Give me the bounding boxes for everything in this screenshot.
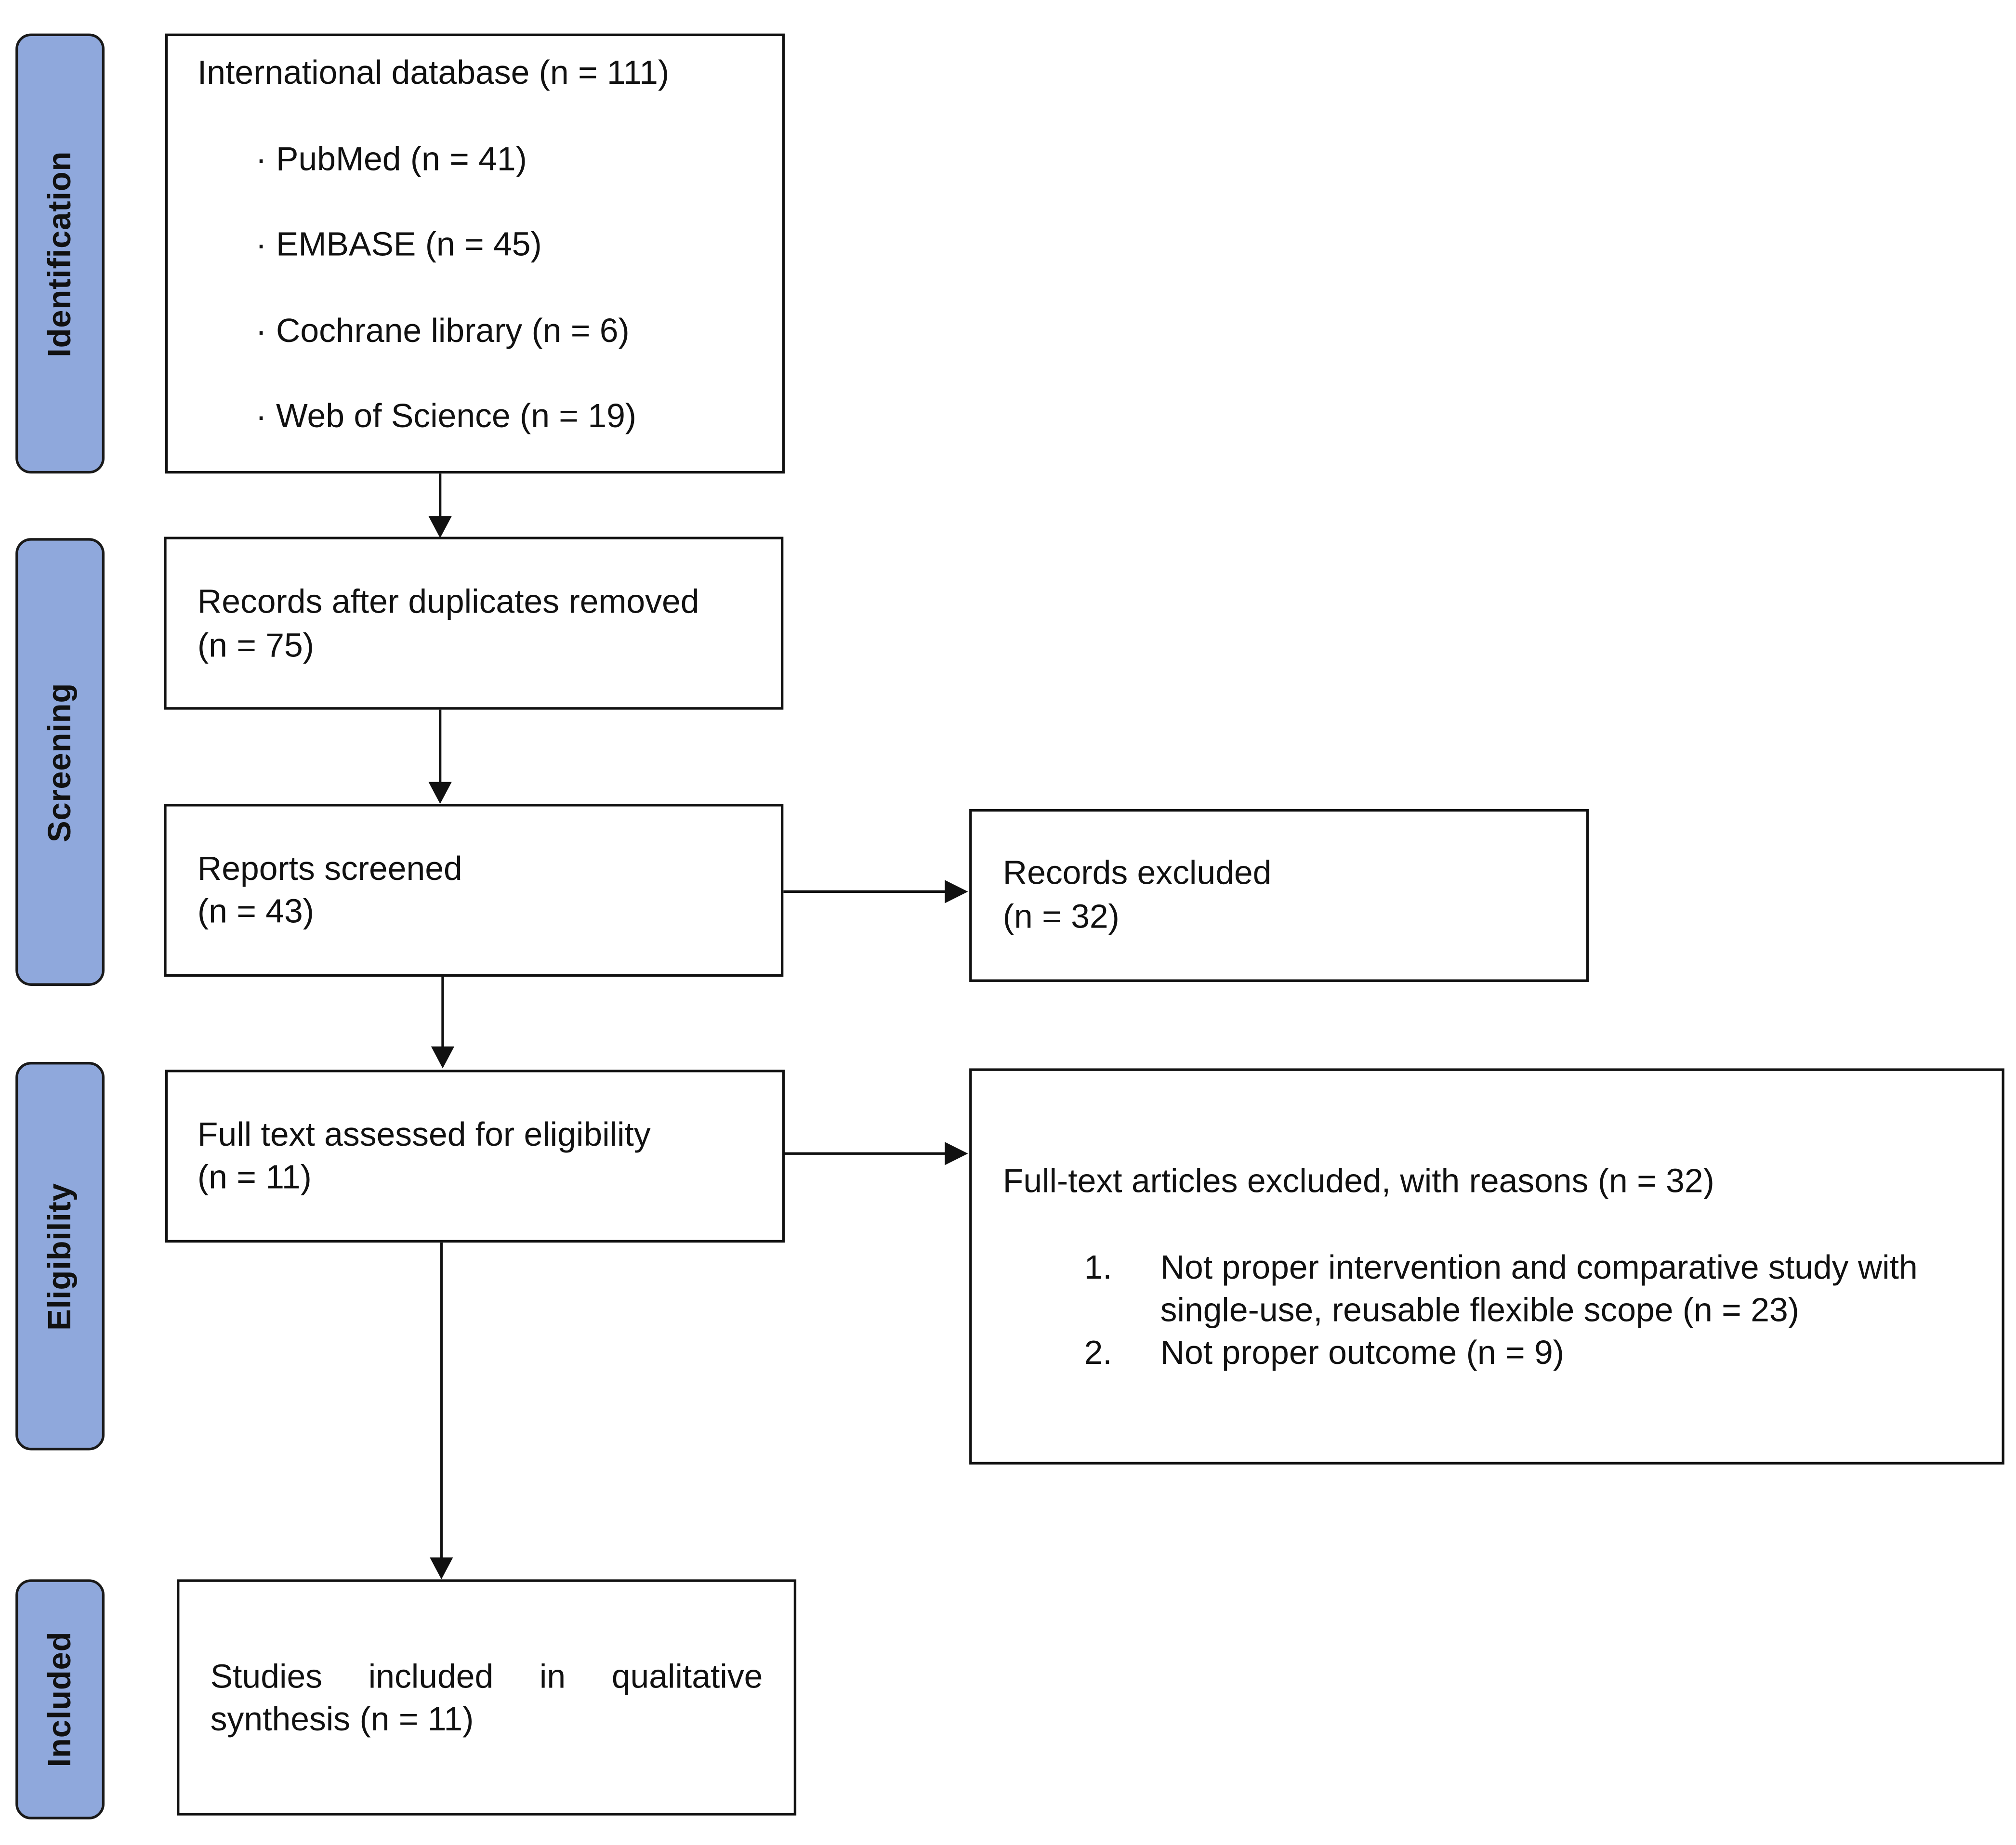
fulltext-assessed-box — [165, 1070, 785, 1243]
source-cochrane: · Cochrane library (n = 6) — [255, 311, 630, 350]
phase-included: Included — [15, 1579, 105, 1819]
arrowhead-duplicates — [428, 516, 452, 538]
studies-included-box — [177, 1579, 797, 1816]
exclusion-reason-1-text: Not proper intervention and comparative … — [1160, 1247, 1918, 1329]
fulltext-excluded-title: Full-text articles excluded, with reason… — [1002, 1161, 1714, 1200]
source-pubmed: · PubMed (n = 41) — [255, 139, 527, 178]
arrowhead-records-excluded — [945, 880, 968, 903]
studies-included-text: Studies included in qualitative synthesi… — [210, 1657, 763, 1738]
identification-title: International database (n = 111) — [197, 52, 670, 92]
duplicates-removed-count: (n = 75) — [197, 626, 314, 665]
fulltext-excluded-box — [969, 1068, 2004, 1465]
duplicates-removed-box — [164, 536, 784, 710]
arrowhead-fulltext-excluded — [945, 1142, 968, 1165]
exclusion-reason-1-number: 1. — [1084, 1247, 1112, 1287]
phase-identification: Identification — [15, 33, 105, 474]
identification-box — [165, 33, 785, 474]
phase-eligibility: Eligibility — [15, 1062, 105, 1451]
exclusion-reason-2-text: Not proper outcome (n = 9) — [1160, 1333, 1564, 1372]
phase-screening: Screening — [15, 538, 105, 986]
arrowhead-fulltext — [431, 1046, 455, 1069]
arrowhead-included — [430, 1557, 453, 1580]
records-excluded-count: (n = 32) — [1002, 897, 1120, 936]
reports-screened-count: (n = 43) — [197, 891, 314, 930]
arrowhead-screened — [428, 782, 452, 804]
source-web-of-science: · Web of Science (n = 19) — [255, 396, 637, 435]
fulltext-assessed-count: (n = 11) — [197, 1157, 312, 1196]
exclusion-reason-2-number: 2. — [1084, 1333, 1112, 1372]
duplicates-removed-label: Records after duplicates removed — [197, 582, 699, 621]
records-excluded-box — [969, 809, 1589, 982]
fulltext-assessed-label: Full text assessed for eligibility — [197, 1114, 651, 1154]
source-embase: · EMBASE (n = 45) — [255, 224, 542, 263]
records-excluded-label: Records excluded — [1002, 852, 1272, 892]
reports-screened-box — [164, 804, 784, 977]
reports-screened-label: Reports screened — [197, 849, 462, 888]
